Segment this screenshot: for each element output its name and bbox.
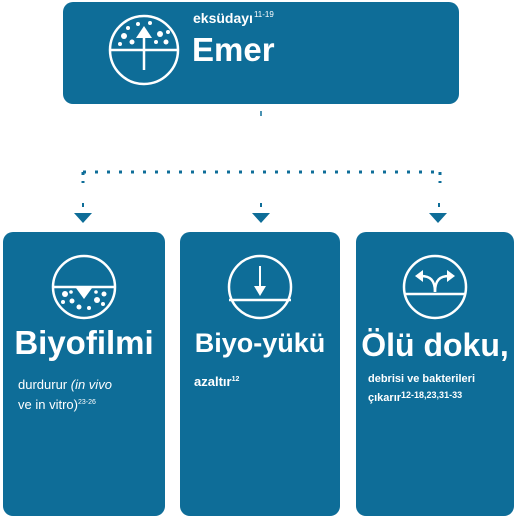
- card-title: Ölü doku,: [361, 327, 509, 363]
- down-arrow-icon: [225, 252, 295, 327]
- split-arrows-icon: [400, 252, 470, 327]
- bioburden-card: Biyo-yükü azaltır12: [180, 232, 340, 516]
- card-description: durdurur (in vivo ve in vitro)23-26: [18, 377, 112, 412]
- reference: 12: [231, 376, 240, 383]
- card-title: Biyofilmi: [14, 324, 154, 361]
- biofilm-card: Biyofilmi durdurur (in vivo ve in vitro)…: [3, 232, 165, 516]
- arrow-down-middle: [252, 213, 270, 223]
- biofilm-icon: [49, 252, 119, 327]
- reference: 23-26: [77, 399, 96, 406]
- title: Emer: [192, 31, 275, 68]
- card-title: Biyo-yükü: [194, 328, 326, 358]
- subtitle-reference: 11-19: [253, 10, 274, 19]
- absorb-box: eksüdayı11-19 Emer: [63, 2, 459, 104]
- subtitle: eksüdayı11-19: [193, 10, 274, 26]
- necrotic-tissue-card: Ölü doku, debrisi ve bakterileri çıkarır…: [356, 232, 514, 516]
- card-description: azaltır12: [194, 374, 240, 389]
- arrow-down-right: [429, 213, 447, 223]
- card-description: debrisi ve bakterileri çıkarır12-18,23,3…: [368, 373, 475, 404]
- reference: 12-18,23,31-33: [401, 390, 463, 400]
- absorb-icon: [106, 12, 182, 93]
- arrow-down-left: [74, 213, 92, 223]
